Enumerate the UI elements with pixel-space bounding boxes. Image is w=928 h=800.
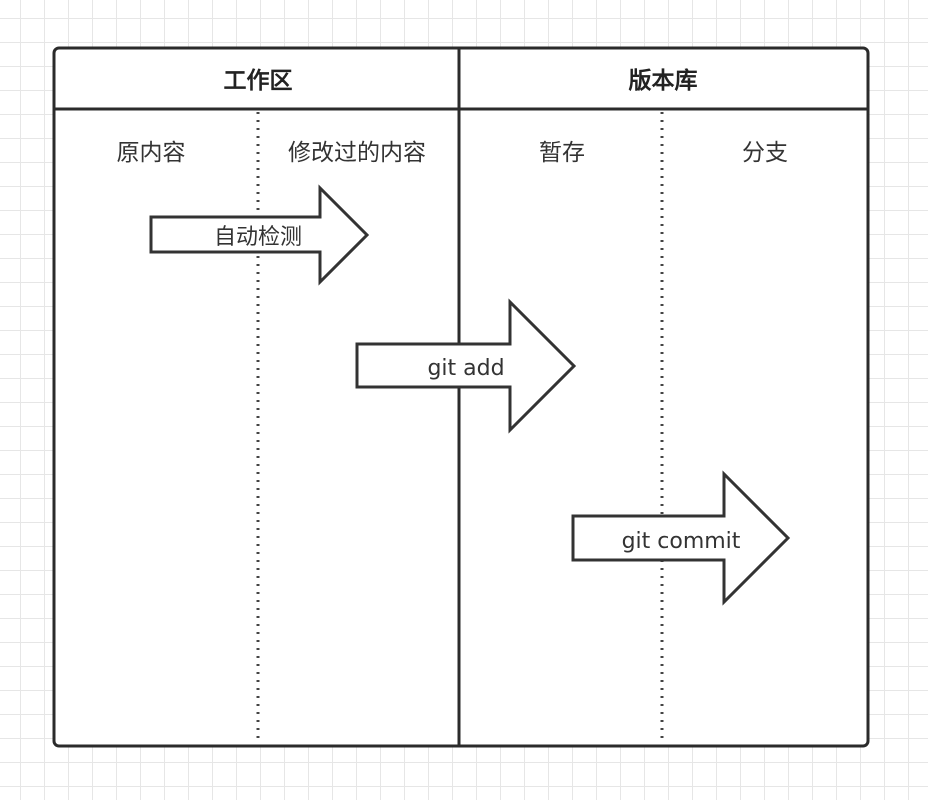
git-commit-label: git commit (622, 529, 741, 554)
git-add-label: git add (427, 356, 504, 381)
git-add-arrow (355, 298, 577, 434)
auto-detect-arrow (149, 184, 370, 286)
repository-title: 版本库 (629, 67, 698, 94)
column-original-content: 原内容 (117, 140, 186, 166)
column-branch: 分支 (742, 140, 788, 166)
workspace-title: 工作区 (224, 68, 293, 94)
column-modified-content: 修改过的内容 (288, 140, 426, 166)
column-staging: 暂存 (539, 140, 585, 166)
git-commit-arrow (571, 470, 791, 606)
auto-detect-label: 自动检测 (214, 225, 302, 250)
